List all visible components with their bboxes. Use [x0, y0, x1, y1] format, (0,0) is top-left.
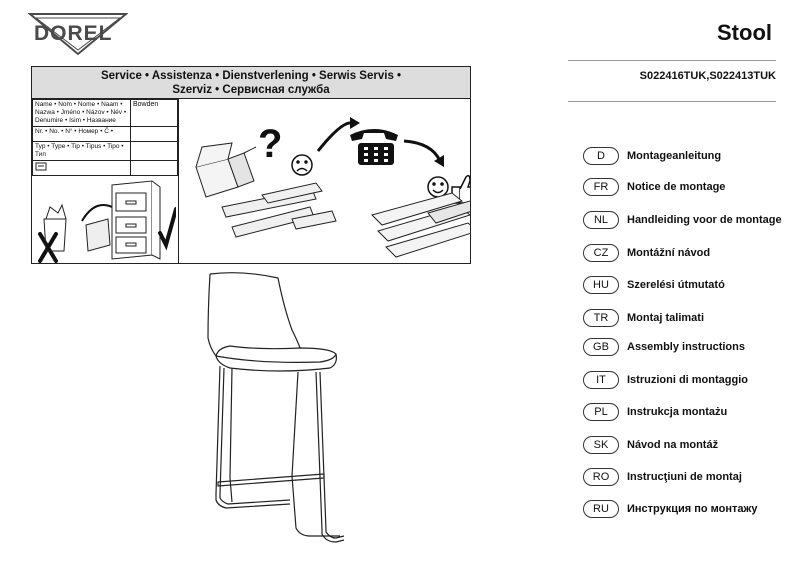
open-box-icon	[195, 142, 257, 198]
telephone-icon	[350, 129, 398, 165]
language-item: IT Istruzioni di montaggio	[583, 371, 748, 389]
language-code: FR	[583, 178, 619, 196]
stool-skid-left	[215, 494, 291, 509]
language-label: Instrukcja montażu	[627, 406, 728, 418]
sad-face-icon	[291, 154, 313, 176]
trash-box-icon	[43, 203, 67, 252]
table-row	[32, 160, 178, 176]
type-value	[130, 141, 178, 161]
language-code: SK	[583, 436, 619, 454]
language-label: Assembly instructions	[627, 341, 745, 353]
stool-footrest	[217, 473, 325, 487]
happy-face-icon	[427, 176, 449, 198]
language-code: NL	[583, 211, 619, 229]
language-item: PL Instrukcja montażu	[583, 403, 727, 421]
table-row: Name • Nom • Nome • Naam • Nazwa • Jméno…	[32, 99, 178, 127]
language-code: GB	[583, 338, 619, 356]
language-item: D Montageanleitung	[583, 147, 721, 165]
svg-text:?: ?	[258, 122, 282, 166]
number-label: Nr. • No. • N° • Номер • Č •	[32, 126, 131, 142]
folder-icon	[85, 218, 111, 252]
arrow-to-happy-icon	[403, 139, 442, 162]
brand-name: DOREL	[34, 22, 113, 45]
language-item: FR Notice de montage	[583, 178, 725, 196]
language-label: Montaj talimati	[627, 312, 705, 324]
number-value	[130, 126, 178, 142]
language-code: RU	[583, 500, 619, 518]
codes-divider	[568, 101, 776, 102]
language-label: Szerelési útmutató	[627, 279, 725, 291]
language-code: CZ	[583, 244, 619, 262]
stool-leg-front-left	[215, 365, 221, 495]
language-item: RU Инструкция по монтажу	[583, 500, 757, 518]
service-heading-line-1: Service • Assistenza • Dienstverlening •…	[100, 70, 402, 82]
language-label: Návod na montáž	[627, 439, 719, 451]
language-code: IT	[583, 371, 619, 389]
filing-cabinet-icon	[111, 180, 161, 260]
stool-backrest	[209, 272, 301, 349]
language-item: SK Návod na montáž	[583, 436, 718, 454]
language-label: Instrucţiuni de montaj	[627, 471, 742, 483]
language-code: TR	[583, 309, 619, 327]
language-label: Handleiding voor de montage	[627, 214, 782, 226]
stool-seat	[215, 345, 337, 363]
language-label: Istruzioni di montaggio	[627, 374, 748, 386]
cross-mark-icon	[38, 232, 58, 263]
language-item: TR Montaj talimati	[583, 309, 704, 327]
product-codes: S022416TUK,S022413TUK	[639, 70, 776, 82]
language-item: NL Handleiding voor de montage	[583, 211, 782, 229]
language-code: D	[583, 147, 619, 165]
table-row: Nr. • No. • N° • Номер • Č •	[32, 126, 178, 142]
receipt-cell	[32, 160, 131, 176]
arrow-to-phone-icon	[316, 121, 353, 152]
language-item: HU Szerelési útmutató	[583, 276, 725, 294]
service-box: Service • Assistenza • Dienstverlening •…	[31, 66, 471, 264]
language-code: RO	[583, 468, 619, 486]
receipt-icon	[35, 162, 47, 171]
service-heading-line-2: Szerviz • Сервисная служба	[172, 84, 330, 96]
type-label: Typ • Type • Tip • Tipus • Tipo • Тип	[32, 141, 131, 161]
language-label: Montážní návod	[627, 247, 711, 259]
horizontal-divider	[32, 175, 178, 176]
parts-scattered-icon	[221, 182, 337, 238]
stool-skid-right	[321, 530, 345, 543]
arrow-icon	[81, 204, 117, 222]
service-process-illustration: ?	[195, 117, 470, 258]
logo-triangle-icon	[28, 13, 128, 56]
service-heading: Service • Assistenza • Dienstverlening •…	[32, 67, 470, 99]
panels-assembled-icon	[371, 192, 470, 258]
stool-illustration	[207, 272, 345, 543]
product-info-table: Name • Nom • Nome • Naam • Nazwa • Jméno…	[32, 99, 178, 176]
dorel-logo: DOREL	[28, 10, 128, 56]
language-item: RO Instrucţiuni de montaj	[583, 468, 742, 486]
stool-leg-back-left	[229, 367, 233, 479]
language-label: Montageanleitung	[627, 150, 722, 162]
stool-leg-front-right	[319, 371, 327, 531]
table-row: Typ • Type • Tip • Tipus • Tipo • Тип	[32, 141, 178, 161]
title-divider	[568, 60, 776, 61]
stool-leg-back-right	[291, 371, 299, 477]
page-title: Stool	[717, 20, 772, 45]
name-label: Name • Nom • Nome • Naam • Nazwa • Jméno…	[32, 99, 131, 127]
language-code: PL	[583, 403, 619, 421]
language-label: Notice de montage	[627, 181, 726, 193]
language-item: GB Assembly instructions	[583, 338, 745, 356]
receipt-value	[130, 160, 178, 176]
vertical-divider	[178, 99, 179, 263]
language-code: HU	[583, 276, 619, 294]
language-item: CZ Montážní návod	[583, 244, 710, 262]
name-value: Bowden	[130, 99, 178, 127]
question-mark-icon: ?	[258, 122, 282, 166]
language-label: Инструкция по монтажу	[627, 503, 758, 515]
check-mark-icon	[158, 207, 176, 251]
keep-receipt-illustration	[38, 180, 176, 263]
